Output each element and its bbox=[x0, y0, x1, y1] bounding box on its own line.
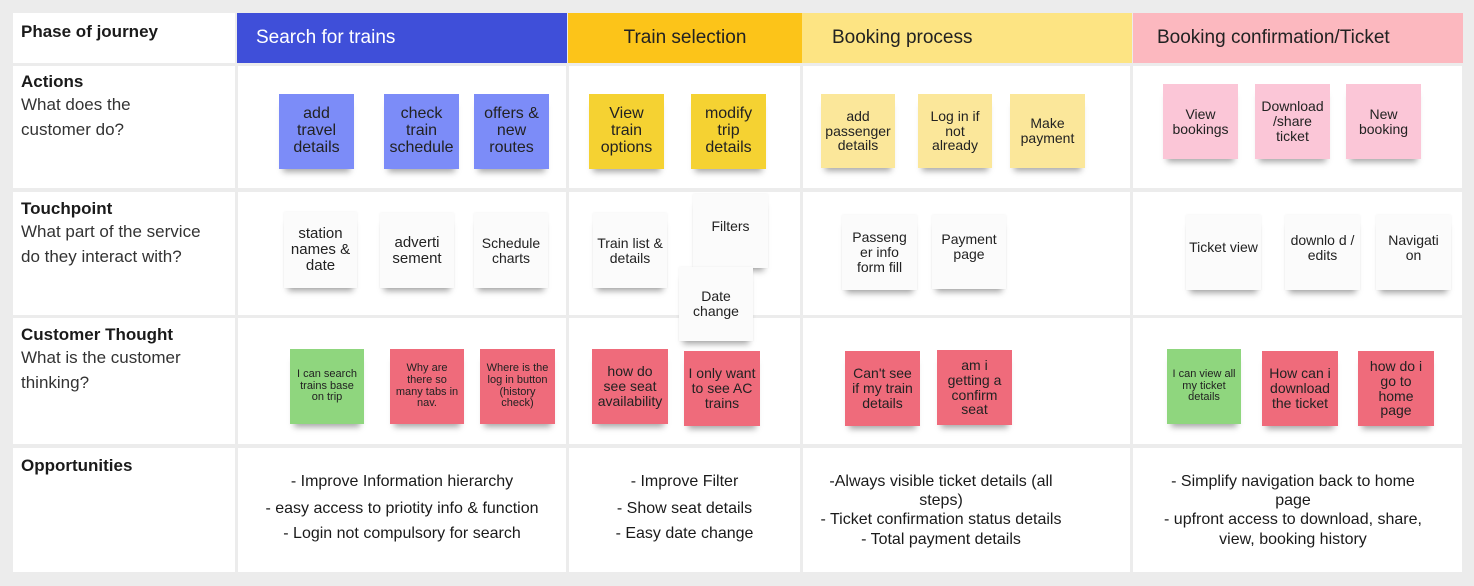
opportunity-line: -Always visible ticket details (all step… bbox=[829, 473, 1053, 510]
row-title: Touchpoint bbox=[21, 199, 113, 218]
action-sticky[interactable]: modify trip details bbox=[691, 94, 766, 169]
thought-sticky[interactable]: Can't see if my train details bbox=[845, 351, 920, 426]
opportunity-line: - Ticket confirmation status details bbox=[820, 511, 1062, 529]
phase-search-for-trains: Search for trains bbox=[237, 13, 567, 63]
grid-cell bbox=[13, 192, 235, 315]
grid-cell bbox=[569, 448, 800, 572]
action-sticky[interactable]: View train options bbox=[589, 94, 664, 169]
action-sticky[interactable]: New booking bbox=[1346, 84, 1421, 159]
row-subtitle: What is the customer thinking? bbox=[21, 348, 181, 392]
opportunity-line: - upfront access to download, share, vie… bbox=[1164, 511, 1422, 548]
grid-cell bbox=[13, 448, 235, 572]
action-sticky[interactable]: check train schedule bbox=[384, 94, 459, 169]
touchpoint-sticky[interactable]: station names & date bbox=[284, 212, 357, 288]
touchpoint-sticky[interactable]: Passeng er info form fill bbox=[842, 215, 917, 290]
opportunity-line: - Improve Information hierarchy bbox=[290, 473, 514, 490]
action-sticky[interactable]: View bookings bbox=[1163, 84, 1238, 159]
touchpoint-sticky[interactable]: Navigati on bbox=[1376, 215, 1451, 290]
opportunity-line: - Improve Filter bbox=[630, 473, 739, 490]
action-sticky[interactable]: offers & new routes bbox=[474, 94, 549, 169]
opportunity-line: - easy access to priotity info & functio… bbox=[265, 500, 539, 518]
row-header-thought: Customer Thought What is the customer th… bbox=[21, 325, 231, 395]
opportunity-line: - Login not compulsory for search bbox=[283, 525, 521, 543]
opportunity-line: - Show seat details bbox=[616, 500, 753, 518]
grid-cell bbox=[13, 13, 235, 63]
row-header-touchpoint: Touchpoint What part of the service do t… bbox=[21, 199, 231, 269]
touchpoint-sticky[interactable]: adverti sement bbox=[380, 213, 454, 288]
thought-sticky[interactable]: am i getting a confirm seat bbox=[937, 350, 1012, 425]
phase-label: Train selection bbox=[623, 27, 747, 48]
phase-booking-process: Booking process bbox=[802, 13, 1132, 63]
phase-train-selection: Train selection bbox=[568, 13, 802, 63]
grid-cell bbox=[13, 66, 235, 188]
phase-label: Search for trains bbox=[256, 27, 396, 48]
touchpoint-sticky[interactable]: Date change bbox=[679, 267, 753, 341]
grid-cell bbox=[13, 318, 235, 444]
row-subtitle: What part of the service do they interac… bbox=[21, 222, 201, 266]
row-title: Opportunities bbox=[21, 456, 133, 475]
opportunity-line: - Simplify navigation back to home page bbox=[1171, 473, 1415, 510]
row-header-actions: Actions What does the customer do? bbox=[21, 72, 231, 142]
touchpoint-sticky[interactable]: Train list & details bbox=[593, 213, 667, 288]
thought-sticky[interactable]: How can i download the ticket bbox=[1262, 351, 1338, 426]
thought-sticky[interactable]: I can search trains base on trip bbox=[290, 349, 364, 424]
thought-sticky[interactable]: how do see seat availability bbox=[592, 349, 668, 424]
opportunities-search: - Improve Information hierarchy - easy a… bbox=[240, 472, 564, 544]
opportunities-selection: - Improve Filter - Show seat details - E… bbox=[571, 472, 798, 544]
grid-cell bbox=[803, 448, 1130, 572]
thought-sticky[interactable]: I can view all my ticket details bbox=[1167, 349, 1241, 424]
thought-sticky[interactable]: how do i go to home page bbox=[1358, 351, 1434, 426]
grid-cell bbox=[238, 448, 566, 572]
touchpoint-sticky[interactable]: Filters bbox=[693, 194, 768, 268]
action-sticky[interactable]: add travel details bbox=[279, 94, 354, 169]
row-title: Phase of journey bbox=[21, 22, 158, 41]
row-subtitle: What does the customer do? bbox=[21, 95, 131, 139]
opportunities-booking: -Always visible ticket details (all step… bbox=[808, 472, 1074, 549]
thought-sticky[interactable]: Why are there so many tabs in nav. bbox=[390, 349, 464, 424]
touchpoint-sticky[interactable]: downlo d / edits bbox=[1285, 215, 1360, 290]
row-header-opportunities: Opportunities bbox=[21, 456, 231, 476]
touchpoint-sticky[interactable]: Schedule charts bbox=[474, 213, 548, 288]
row-title: Customer Thought bbox=[21, 325, 174, 344]
phase-label: Booking process bbox=[832, 27, 973, 48]
action-sticky[interactable]: Download /share ticket bbox=[1255, 84, 1330, 159]
thought-sticky[interactable]: Where is the log in button (history chec… bbox=[480, 349, 555, 424]
phase-booking-confirmation: Booking confirmation/Ticket bbox=[1133, 13, 1463, 63]
thought-sticky[interactable]: I only want to see AC trains bbox=[684, 351, 760, 426]
grid-cell bbox=[1133, 448, 1462, 572]
opportunity-line: - Easy date change bbox=[615, 525, 754, 543]
action-sticky[interactable]: Log in if not already bbox=[918, 94, 992, 168]
opportunities-confirmation: - Simplify navigation back to home page … bbox=[1150, 472, 1436, 549]
opportunity-line: - Total payment details bbox=[861, 530, 1021, 548]
phase-label: Booking confirmation/Ticket bbox=[1157, 27, 1390, 48]
touchpoint-sticky[interactable]: Payment page bbox=[932, 215, 1006, 289]
action-sticky[interactable]: add passenger details bbox=[821, 94, 895, 168]
row-header-phase: Phase of journey bbox=[21, 22, 231, 42]
action-sticky[interactable]: Make payment bbox=[1010, 94, 1085, 168]
touchpoint-sticky[interactable]: Ticket view bbox=[1186, 215, 1261, 290]
row-title: Actions bbox=[21, 72, 84, 91]
